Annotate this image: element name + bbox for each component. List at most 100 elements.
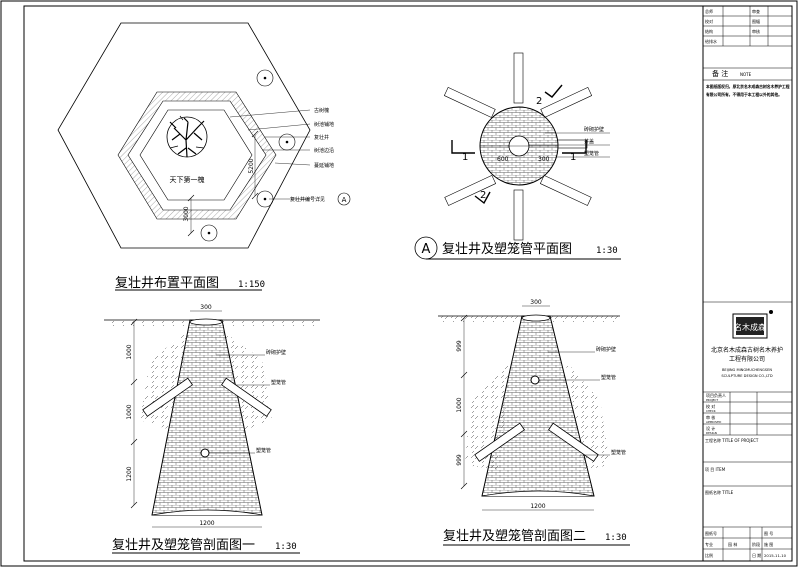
section-2-scale: 1:30 bbox=[605, 533, 627, 543]
detail-annot-cover: 井盖 bbox=[584, 138, 594, 145]
date-label: 日 期 bbox=[752, 552, 761, 558]
section-2-vdim-3: 999 bbox=[456, 454, 463, 466]
company-logo: 名木成森 bbox=[732, 310, 773, 339]
section-1-annot-pipe-2: 塑笼管 bbox=[256, 447, 271, 454]
section-1-annot-pipe-1: 塑笼管 bbox=[271, 379, 286, 386]
drawing-no-label: 图纸号 bbox=[705, 530, 717, 536]
detail-plan-title: 复壮井及塑笼管平面图 bbox=[442, 241, 572, 257]
inner-border bbox=[23, 5, 793, 562]
plan-view-scale: 1:150 bbox=[238, 280, 265, 290]
section-2-top-dim: 300 bbox=[530, 299, 542, 306]
dim-3000: 3000 bbox=[183, 194, 195, 237]
section-1-scale: 1:30 bbox=[275, 542, 297, 552]
category-label: 图 号 bbox=[764, 530, 773, 536]
section-1-vdim-2: 1000 bbox=[126, 404, 133, 419]
dim-5200: 5200 bbox=[248, 130, 259, 200]
section-cut-2 bbox=[474, 84, 563, 205]
sign-row-1-right: 审查 bbox=[752, 8, 760, 14]
dim-3000-text: 3000 bbox=[183, 206, 190, 221]
section-1: 1000 1000 1200 300 1200 砖砌护壁 塑笼管 塑笼管 复壮井… bbox=[104, 304, 320, 554]
section-2-vertical-dims bbox=[460, 314, 468, 490]
annot-well-ref: 复壮井编号详见 bbox=[290, 196, 325, 203]
detail-dim-300: 300 bbox=[538, 156, 550, 163]
role-check-en: CHECK bbox=[706, 409, 716, 413]
company-name-en-1: BEIJING MINGMUCHENGSEN bbox=[722, 368, 772, 372]
section-2-annot-pipe-2: 塑笼管 bbox=[611, 449, 626, 456]
callout-a-small-text: A bbox=[342, 196, 347, 204]
sign-row-3-left: 结构 bbox=[705, 28, 713, 34]
company-name-cn-1: 北京名木成森古树名木养护 bbox=[711, 346, 783, 354]
annot-pit-edge: 树池边沿 bbox=[314, 147, 334, 154]
section-1-vdim-3: 1200 bbox=[126, 466, 133, 481]
role-approved-cn: 审 核 bbox=[706, 414, 715, 420]
detail-callout-text: A bbox=[422, 242, 431, 257]
plan-view: 天下第一槐 5200 3000 bbox=[57, 22, 351, 291]
section-1-vertical-dims bbox=[130, 318, 138, 509]
section-1-bottom-dim: 1200 bbox=[199, 520, 214, 527]
content-label: 项 目 ITEM bbox=[705, 466, 726, 472]
section-mark-2-bottom: 2 bbox=[480, 190, 486, 201]
outer-hexagon bbox=[57, 22, 311, 249]
section-cut-1 bbox=[451, 140, 587, 154]
role-approved-en: APPROVED bbox=[706, 420, 721, 424]
section-2-title: 复壮井及塑笼管剖面图二 bbox=[443, 528, 586, 544]
scale-label: 比例 bbox=[705, 552, 713, 558]
detail-annot-brick: 砖砌护壁 bbox=[584, 126, 604, 133]
role-check-cn: 校 对 bbox=[706, 403, 715, 409]
detail-plan: 1 1 2 2 600 300 砖砌护壁 井盖 塑笼管 A 复壮井及塑笼管平面图… bbox=[414, 52, 621, 260]
annot-well: 复壮井 bbox=[314, 134, 329, 141]
tree-crown bbox=[166, 115, 208, 158]
project-name-label: 工程名称 TITLE OF PROJECT bbox=[705, 437, 759, 443]
sign-row-2-right: 图幅 bbox=[752, 18, 760, 24]
notes-text-1: 本图纸版权归，原北京名木成森古树名木养护工程 bbox=[705, 84, 790, 89]
major-value: 园 林 bbox=[728, 541, 737, 547]
section-2: 999 1000 999 300 1200 砖砌护壁 塑笼管 塑笼管 复壮井及塑… bbox=[438, 299, 630, 546]
section-2-annot-brick: 砖砌护壁 bbox=[596, 346, 616, 353]
phase-label: 阶段 bbox=[752, 541, 760, 547]
section-mark-2-top: 2 bbox=[536, 96, 542, 107]
title-block: 总师 审查 校对 图幅 结构 审核 给排水 备 注 NOTE 本图纸版权归，原北… bbox=[702, 6, 792, 561]
section-mark-1-left: 1 bbox=[462, 152, 468, 163]
callout-a-small bbox=[337, 192, 351, 206]
section-2-pipe-end bbox=[530, 375, 540, 385]
section-2-annot-pipe-1: 塑笼管 bbox=[601, 374, 616, 381]
dim-5200-text: 5200 bbox=[248, 158, 255, 173]
phase-value: 施 图 bbox=[764, 541, 773, 547]
section-2-vdim-1: 999 bbox=[456, 340, 463, 352]
annot-pit-paving: 树池铺地 bbox=[314, 121, 334, 128]
role-project-cn: 项目负责人 bbox=[706, 392, 726, 398]
sign-row-3-right: 审核 bbox=[752, 28, 760, 34]
section-1-top-dim: 300 bbox=[200, 304, 212, 311]
section-2-bottom-dim: 1200 bbox=[530, 503, 545, 510]
pipes bbox=[443, 52, 593, 241]
section-mark-1-right: 1 bbox=[570, 152, 576, 163]
sign-row-2-left: 校对 bbox=[705, 18, 713, 24]
notes-subtitle: NOTE bbox=[740, 72, 752, 77]
company-name-en-2: SCULPTURE DESIGN CO.,LTD bbox=[721, 374, 772, 378]
section-2-vdim-2: 1000 bbox=[456, 397, 463, 412]
section-1-annot-brick: 砖砌护壁 bbox=[266, 349, 286, 356]
detail-plan-scale: 1:30 bbox=[596, 246, 618, 256]
sign-row-4-left: 给排水 bbox=[705, 38, 717, 44]
notes-text-2: 有限公司所有，不得用于本工程以外的其他。 bbox=[706, 92, 782, 97]
plan-view-title: 复壮井布置平面图 bbox=[115, 276, 219, 291]
role-project-en: PROJECT bbox=[706, 398, 718, 402]
section-2-pipes bbox=[474, 422, 599, 462]
section-1-title: 复壮井及塑笼管剖面图一 bbox=[112, 537, 255, 553]
drawing-name-label: 图纸名称 TITLE bbox=[705, 489, 734, 495]
role-design-en: DESIGN bbox=[706, 431, 717, 435]
annot-ancient-tree: 古树槐 bbox=[314, 107, 329, 114]
major-label: 专业 bbox=[705, 541, 713, 547]
role-design-cn: 设 计 bbox=[706, 425, 715, 431]
sign-row-1-left: 总师 bbox=[705, 8, 713, 14]
annot-spread-paving: 蔓延铺地 bbox=[314, 162, 334, 169]
plan-leaders bbox=[229, 109, 311, 200]
tree-label: 天下第一槐 bbox=[170, 175, 205, 184]
section-1-pipes bbox=[142, 377, 272, 417]
detail-annot-pipe: 塑笼管 bbox=[584, 150, 599, 157]
company-name-cn-2: 工程有限公司 bbox=[729, 355, 765, 363]
detail-dim-600: 600 bbox=[497, 156, 509, 163]
section-1-pipe-end bbox=[200, 448, 210, 458]
